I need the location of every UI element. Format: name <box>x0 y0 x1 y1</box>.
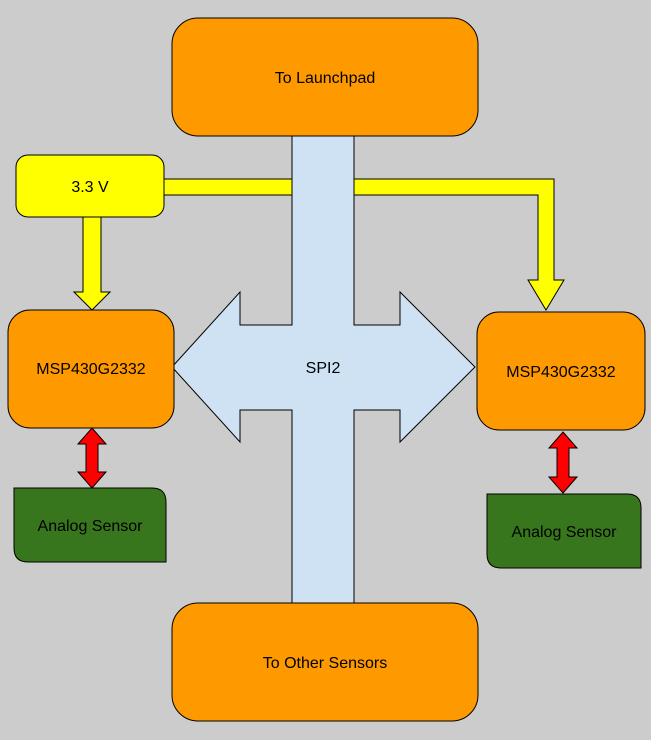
sensor-right-arrow <box>547 431 579 494</box>
sensor-left-box <box>13 487 167 563</box>
other-sensors-label: To Other Sensors <box>263 655 388 672</box>
power-line-left <box>72 216 112 311</box>
mcu-left-box <box>7 309 175 429</box>
launchpad-label: To Launchpad <box>275 70 376 87</box>
spi-bus-label: SPI2 <box>306 360 341 377</box>
power-label: 3.3 V <box>71 179 109 196</box>
mcu-right-box <box>476 311 646 431</box>
sensor-left-arrow <box>76 427 108 489</box>
mcu-left-label: MSP430G2332 <box>36 361 146 378</box>
power-line-right <box>163 178 565 311</box>
mcu-right-label: MSP430G2332 <box>506 364 616 381</box>
sensor-right-label: Analog Sensor <box>512 524 618 541</box>
launchpad-box <box>171 17 479 137</box>
power-box <box>15 154 165 218</box>
sensor-left-label: Analog Sensor <box>38 518 144 535</box>
other-sensors-box <box>171 602 479 722</box>
sensor-right-box <box>486 493 642 569</box>
